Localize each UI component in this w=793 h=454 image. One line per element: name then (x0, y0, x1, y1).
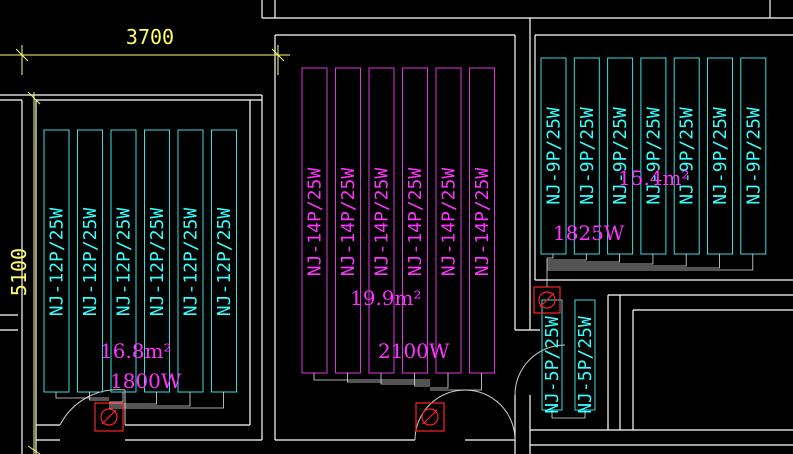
heating-panel-label: NJ-14P/25W (439, 168, 460, 277)
wire (347, 373, 430, 383)
heating-panel-label: NJ-12P/25W (114, 208, 135, 317)
heating-panel-label: NJ-9P/25W (610, 107, 631, 205)
heating-panel-label: NJ-14P/25W (405, 168, 426, 277)
heating-panel (177, 129, 204, 393)
room-left-power: 1800W (110, 369, 182, 393)
room-center-panels: NJ-14P/25W NJ-14P/25W NJ-14P/25W NJ-14P/25W… (301, 67, 495, 374)
dimension-5100: 5100 (7, 91, 41, 454)
room-right-power: 1825W (553, 221, 625, 245)
heating-panel-label: NJ-9P/25W (544, 107, 565, 205)
heating-panel-label: NJ-9P/25W (710, 107, 731, 205)
heating-panel-label: NJ-12P/25W (147, 208, 168, 317)
wire (109, 392, 191, 407)
heating-panel-label: NJ-9P/25W (743, 107, 764, 205)
wire (414, 373, 430, 387)
heating-panel (540, 57, 567, 255)
wire (55, 392, 109, 399)
heating-panel-label: NJ-12P/25W (214, 208, 235, 317)
dimension-horizontal-label: 3700 (126, 25, 174, 49)
dimension-vertical-label: 5100 (7, 248, 31, 296)
heating-panel-label: NJ-9P/25W (677, 107, 698, 205)
room-left-panels: NJ-12P/25W NJ-12P/25W NJ-12P/25W NJ-12P/25W… (43, 129, 237, 393)
room-right-panels: NJ-9P/25W NJ-9P/25W NJ-9P/25W NJ-9P/25W NJ-9… (540, 57, 767, 255)
wire (109, 392, 124, 403)
wire (89, 392, 109, 401)
heating-panel-label: NJ-5P/25W (542, 316, 563, 414)
room-right-area: 15.4m² (618, 166, 690, 190)
heating-panel (301, 67, 328, 374)
wire (430, 373, 482, 391)
room-center-power: 2100W (378, 339, 450, 363)
wire (313, 373, 430, 381)
heating-panel (673, 57, 700, 255)
dimension-3700: 3700 (0, 25, 290, 75)
heating-panel (607, 57, 634, 255)
heating-panel-label: NJ-14P/25W (338, 168, 359, 277)
wire (109, 392, 157, 405)
heating-panel (335, 67, 361, 374)
heating-panel (144, 129, 170, 393)
heating-panel (573, 57, 600, 255)
room-left-area: 16.8m² (100, 339, 172, 363)
heating-panel-label: NJ-12P/25W (181, 208, 202, 317)
heating-panel-label: NJ-12P/25W (80, 208, 101, 317)
wire (109, 392, 224, 409)
wiring (55, 254, 754, 419)
heating-panel (43, 129, 70, 393)
heating-panel (368, 67, 395, 374)
heating-panel-label: NJ-12P/25W (47, 208, 68, 317)
heating-panel-label: NJ-9P/25W (577, 107, 598, 205)
heating-panel-label: NJ-14P/25W (472, 168, 493, 277)
heating-panel (740, 57, 767, 255)
wire (547, 254, 754, 271)
thermostat-left (94, 402, 124, 432)
wire (551, 410, 586, 419)
heating-panel (402, 67, 428, 374)
wire (380, 373, 430, 385)
wire (547, 254, 554, 259)
heating-panel (707, 57, 733, 255)
wire (547, 254, 720, 269)
wire (547, 254, 654, 265)
thermostat-right (533, 286, 561, 314)
wire (430, 373, 449, 389)
room-small-panels: NJ-5P/25W NJ-5P/25W (541, 299, 596, 414)
heating-panel-label: NJ-9P/25W (643, 107, 664, 205)
heating-panel (640, 57, 667, 255)
wire (547, 254, 587, 261)
room-center-area: 19.9m² (350, 286, 422, 310)
wire (547, 254, 687, 267)
heating-panel-label: NJ-5P/25W (575, 316, 596, 414)
wire (547, 254, 620, 263)
thermostat-center (415, 402, 445, 432)
heating-panel-label: NJ-14P/25W (372, 168, 393, 277)
heating-panel (469, 67, 495, 374)
heating-panel (110, 129, 137, 393)
heating-panel (435, 67, 462, 374)
heating-panel (77, 129, 103, 393)
heating-panel-label: NJ-14P/25W (305, 168, 326, 277)
heating-panel (211, 129, 237, 393)
